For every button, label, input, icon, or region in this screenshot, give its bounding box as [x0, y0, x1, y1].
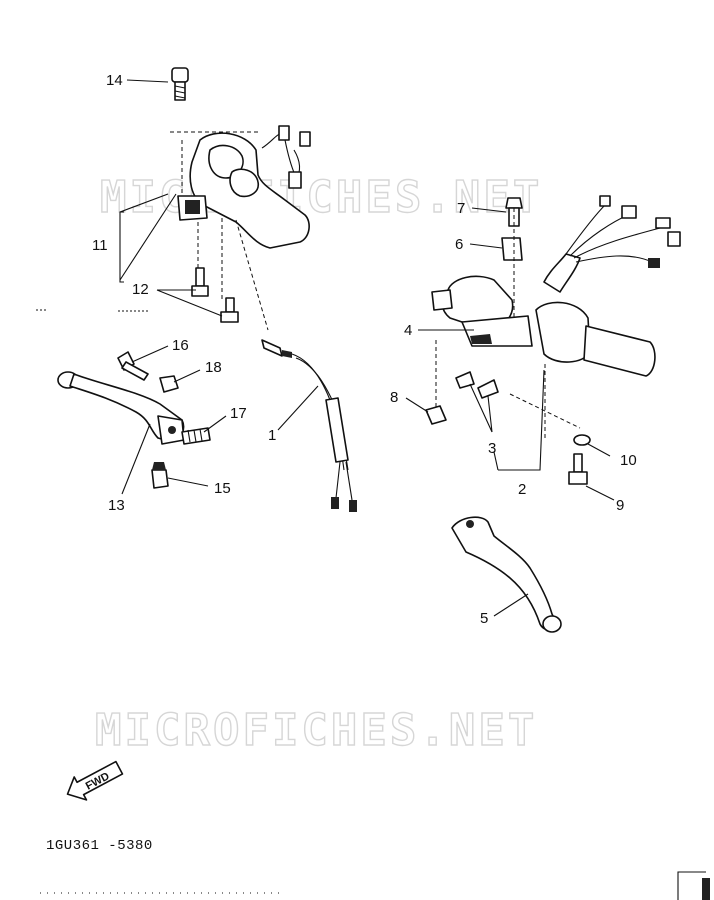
- callout-5: 5: [480, 610, 488, 627]
- callout-9: 9: [616, 497, 624, 514]
- callout-13: 13: [108, 497, 125, 514]
- screw-16: [117, 351, 149, 381]
- callout-18: 18: [205, 359, 222, 376]
- callout-15: 15: [214, 480, 231, 497]
- callout-12: 12: [132, 281, 149, 298]
- fwd-label: FWD: [84, 770, 112, 792]
- watermark-bottom: MICROFICHES.NET: [95, 705, 537, 756]
- right-switch-wires: [565, 195, 681, 268]
- nut-8: [425, 405, 447, 425]
- callout-1: 1: [268, 427, 276, 444]
- callout-3: 3: [488, 440, 496, 457]
- watermark-top: MICROFICHES.NET: [100, 172, 542, 223]
- bolt-7: [505, 197, 523, 227]
- right-dashed-guides: [435, 208, 581, 440]
- cable-1: [261, 339, 357, 512]
- callout-11: 11: [92, 237, 108, 254]
- left-lever-13: [57, 371, 185, 445]
- callout-14: 14: [106, 72, 123, 89]
- fwd-arrow-icon: FWD: [66, 760, 124, 801]
- callout-17: 17: [230, 405, 247, 422]
- left-switch-connector: [261, 125, 311, 189]
- screw-3b: [477, 379, 499, 399]
- callout-10: 10: [620, 452, 637, 469]
- nut-18: [159, 375, 179, 393]
- spring-17: [181, 427, 211, 445]
- callout-7: 7: [457, 200, 465, 217]
- screw-3a: [455, 371, 475, 389]
- callout-6: 6: [455, 236, 463, 253]
- right-lever-5: [451, 516, 562, 633]
- bolt-14: [171, 67, 189, 101]
- callout-16: 16: [172, 337, 189, 354]
- callout-2: 2: [518, 481, 526, 498]
- nut-15: [151, 462, 169, 489]
- right-throttle-grip: [535, 253, 656, 377]
- right-master-cylinder: [431, 275, 533, 347]
- washer-10: [573, 434, 591, 446]
- cap-6: [501, 237, 523, 261]
- drawing-code: 1GU361 -5380: [46, 838, 153, 854]
- left-switch-housing: [170, 131, 310, 331]
- screw-12a: [191, 267, 209, 297]
- bolt-9: [568, 453, 588, 485]
- callout-8: 8: [390, 389, 398, 406]
- screw-12b: [220, 297, 239, 323]
- leader-lines: [119, 79, 615, 617]
- callout-4: 4: [404, 322, 412, 339]
